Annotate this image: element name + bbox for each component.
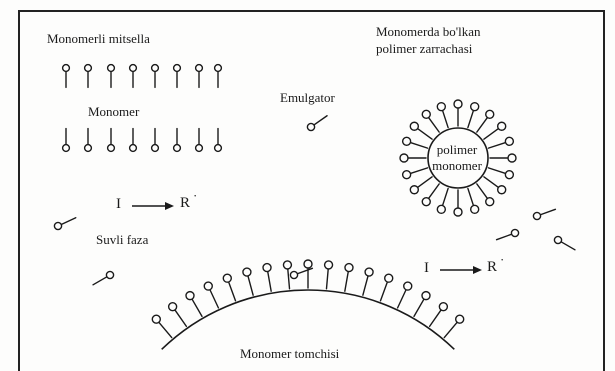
free-emulsifier-molecule xyxy=(497,229,519,239)
emulgator-label: Emulgator xyxy=(280,90,335,106)
micelle-surfactant-molecule xyxy=(85,129,92,152)
polymer-core-label-2: monomer xyxy=(428,158,486,174)
droplet-surfactant-molecule xyxy=(304,260,312,288)
droplet-surfactant-molecule xyxy=(345,264,353,292)
droplet-surfactant-molecule xyxy=(398,282,412,308)
particle-surfactant-molecule xyxy=(484,122,506,139)
droplet-label: Monomer tomchisi xyxy=(240,346,339,362)
free-emulsifier-molecule xyxy=(307,116,327,131)
particle-surfactant-molecule xyxy=(403,168,428,179)
particle-surfactant-molecule xyxy=(468,103,479,128)
micelle-surfactant-row-top xyxy=(63,65,222,88)
droplet-surfactant-molecule xyxy=(169,303,187,327)
droplet-surfactant-molecule xyxy=(223,274,235,301)
droplet-surfactant-molecule xyxy=(186,292,202,317)
droplet-surfactant-molecule xyxy=(152,315,171,337)
droplet-surfactant-molecule xyxy=(381,274,393,301)
micelle-label: Monomerli mitsella xyxy=(47,31,150,47)
particle-surfactant-molecule xyxy=(422,110,439,132)
micelle-surfactant-molecule xyxy=(130,129,137,152)
micelle-surfactant-molecule xyxy=(152,129,159,152)
droplet-surfactant-molecule xyxy=(263,264,271,292)
particle-surfactant-molecule xyxy=(410,177,432,194)
particle-surfactant-molecule xyxy=(488,137,513,148)
droplet-surfactant-molecule xyxy=(204,282,218,308)
initiator-symbol-left: I xyxy=(116,196,121,212)
particle-label-line1: Monomerda bo'lkan xyxy=(376,24,481,40)
micelle-surfactant-molecule xyxy=(174,129,181,152)
micelle-surfactant-molecule xyxy=(130,65,137,88)
radical-dot-left: · xyxy=(193,188,197,204)
particle-surfactant-molecule xyxy=(410,122,432,139)
particle-surfactant-molecule xyxy=(403,137,428,148)
particle-surfactant-molecule xyxy=(454,190,462,216)
droplet-surfactant-molecule xyxy=(430,303,448,327)
free-emulsifier-molecule xyxy=(290,268,312,278)
micelle-surfactant-molecule xyxy=(196,65,203,88)
free-emulsifier-molecule xyxy=(54,218,75,230)
particle-surfactant-molecule xyxy=(454,100,462,126)
monomer-droplet xyxy=(152,260,463,349)
particle-surfactant-molecule xyxy=(422,184,439,206)
polymer-core-label-1: polimer xyxy=(428,142,486,158)
droplet-surfactant-molecule xyxy=(243,268,253,295)
particle-surfactant-molecule xyxy=(468,188,479,213)
free-emulsifier-molecule xyxy=(533,209,555,219)
initiation-arrow-left xyxy=(132,202,174,210)
particle-surfactant-molecule xyxy=(400,154,426,162)
particle-surfactant-molecule xyxy=(477,110,494,132)
particle-surfactant-molecule xyxy=(437,103,448,128)
droplet-surfactant-molecule xyxy=(414,292,430,317)
radical-symbol-left: R xyxy=(180,195,190,211)
diagram-frame xyxy=(19,11,604,371)
initiation-arrow-right xyxy=(440,266,482,274)
micelle-surfactant-molecule xyxy=(108,65,115,88)
radical-symbol-right: R xyxy=(487,259,497,275)
micelle-surfactant-molecule xyxy=(63,129,70,152)
micelle-surfactant-molecule xyxy=(108,129,115,152)
droplet-surfactant-molecule xyxy=(325,261,333,289)
micelle-surfactant-molecule xyxy=(152,65,159,88)
radical-dot-right: · xyxy=(500,252,504,268)
micelle-surfactant-molecule xyxy=(215,129,222,152)
micelle-surfactant-molecule xyxy=(63,65,70,88)
particle-surfactant-molecule xyxy=(437,188,448,213)
initiator-symbol-right: I xyxy=(424,260,429,276)
micelle-surfactant-molecule xyxy=(196,129,203,152)
particle-surfactant-molecule xyxy=(490,154,516,162)
particle-surfactant-molecule xyxy=(488,168,513,179)
monomer-label: Monomer xyxy=(88,104,139,120)
particle-surfactant-molecule xyxy=(477,184,494,206)
particle-surfactant-molecule xyxy=(484,177,506,194)
droplet-surfactant-molecule xyxy=(363,268,373,295)
free-emulsifier-molecule xyxy=(93,271,114,284)
micelle-surfactant-molecule xyxy=(174,65,181,88)
micelle-surfactant-molecule xyxy=(85,65,92,88)
free-emulsifier-molecule xyxy=(554,236,575,249)
droplet-surfactant-molecule xyxy=(444,315,463,337)
micelle-surfactant-row-bottom xyxy=(63,129,222,152)
micelle-surfactant-molecule xyxy=(215,65,222,88)
aqueous-phase-label: Suvli faza xyxy=(96,232,148,248)
droplet-surface xyxy=(162,290,455,349)
particle-label-line2: polimer zarrachasi xyxy=(376,41,472,57)
